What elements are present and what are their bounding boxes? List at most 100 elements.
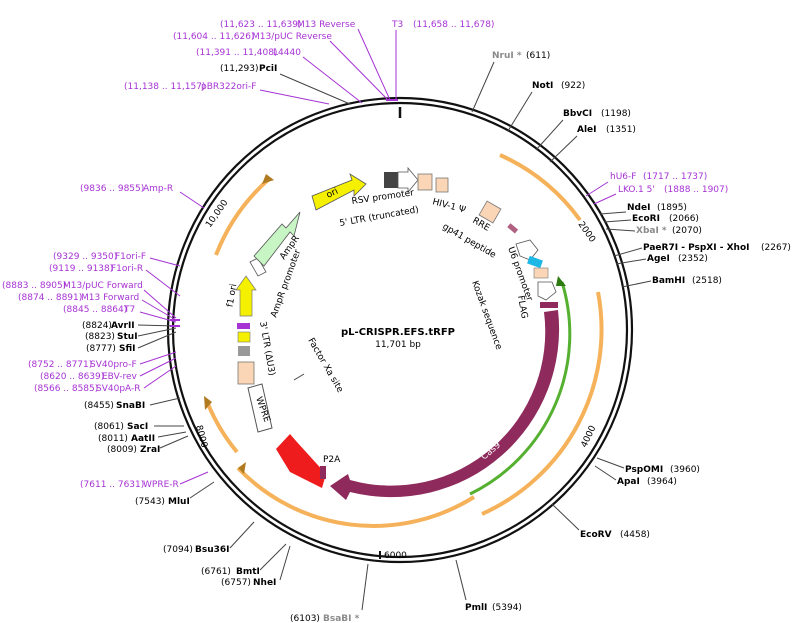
site-pspomi[interactable]: PspOMI (3960) bbox=[596, 457, 700, 475]
site-avrii[interactable]: (8824) AvrII bbox=[82, 321, 177, 331]
svg-text:NruI *: NruI * bbox=[492, 51, 522, 61]
svg-text:(7543): (7543) bbox=[135, 497, 165, 507]
orf-arrow-head-low bbox=[204, 396, 212, 410]
orf-arc-left-low bbox=[206, 403, 239, 454]
rsv-promoter-feature bbox=[397, 166, 419, 194]
svg-text:(1351): (1351) bbox=[606, 125, 636, 135]
svg-text:M13/pUC Reverse: M13/pUC Reverse bbox=[252, 32, 332, 42]
site-pmli[interactable]: PmlI (5394) bbox=[455, 559, 522, 613]
primer-ebv-rev[interactable]: (8620 .. 8639) EBV-rev bbox=[40, 357, 177, 382]
primer-t7[interactable]: (8845 .. 8864) T7 bbox=[63, 305, 177, 323]
svg-text:PciI: PciI bbox=[259, 64, 277, 74]
svg-text:ApaI: ApaI bbox=[617, 477, 640, 487]
site-nhei[interactable]: (6757) NheI bbox=[221, 545, 291, 588]
rsv-mark bbox=[384, 172, 398, 188]
rre-feature bbox=[478, 200, 502, 224]
svg-text:(9836 .. 9855): (9836 .. 9855) bbox=[80, 184, 144, 194]
site-bbvci[interactable]: BbvCI (1198) bbox=[535, 109, 631, 151]
site-ndei[interactable]: NdeI (1895) bbox=[599, 203, 687, 215]
primer-pbr322ori-f[interactable]: (11,138 .. 11,157) pBR322ori-F bbox=[124, 82, 330, 105]
primer-hu6-f[interactable]: hU6-F (1717 .. 1737) bbox=[585, 172, 707, 197]
primer-m13-reverse[interactable]: (11,623 .. 11,639) M13 Reverse bbox=[220, 20, 391, 101]
svg-text:M13/pUC Forward: M13/pUC Forward bbox=[63, 281, 143, 291]
primer-sv40pro-f[interactable]: (8752 .. 8771) SV40pro-F bbox=[28, 351, 177, 370]
site-noti[interactable]: NotI (922) bbox=[507, 81, 585, 132]
svg-text:(11,658 .. 11,678): (11,658 .. 11,678) bbox=[413, 20, 494, 30]
flag-label: FLAG bbox=[515, 295, 529, 320]
site-snabi[interactable]: (8455) SnaBI bbox=[84, 397, 181, 411]
site-ecorv[interactable]: EcoRV (4458) bbox=[551, 503, 650, 540]
orf-arc-right bbox=[481, 291, 604, 516]
site-saci[interactable]: (8061) SacI bbox=[94, 422, 184, 432]
site-mlui[interactable]: (7543) MluI bbox=[135, 481, 215, 507]
primer-amp-r[interactable]: (9836 .. 9855) Amp-R bbox=[80, 184, 205, 209]
site-zrai[interactable]: (8009) ZraI bbox=[107, 435, 189, 455]
svg-text:BsaBI *: BsaBI * bbox=[323, 614, 360, 623]
svg-text:(2518): (2518) bbox=[692, 276, 722, 286]
site-bsabi[interactable]: (6103) BsaBI * bbox=[290, 563, 369, 623]
site-apai[interactable]: ApaI (3964) bbox=[594, 465, 677, 487]
site-bamhi[interactable]: BamHI (2518) bbox=[621, 276, 722, 288]
svg-text:WPRE-R: WPRE-R bbox=[143, 480, 179, 490]
site-ecori[interactable]: EcoRI (2066) bbox=[603, 214, 699, 224]
svg-text:AatII: AatII bbox=[131, 434, 155, 444]
svg-text:(4458): (4458) bbox=[620, 530, 650, 540]
svg-text:(1888 .. 1907): (1888 .. 1907) bbox=[664, 185, 728, 195]
site-pcii[interactable]: (11,293) PciI bbox=[220, 64, 351, 105]
site-bmti[interactable]: (6761) BmtI bbox=[201, 543, 287, 577]
primer-f1ori-r[interactable]: (9119 .. 9138) F1ori-R bbox=[49, 264, 181, 297]
svg-text:PmlI: PmlI bbox=[465, 603, 487, 613]
svg-text:hU6-F: hU6-F bbox=[610, 172, 636, 182]
primer-f1ori-f[interactable]: (9329 .. 9350) F1ori-F bbox=[53, 252, 181, 267]
svg-text:(9329 .. 9350): (9329 .. 9350) bbox=[53, 252, 117, 262]
svg-text:(922): (922) bbox=[561, 81, 585, 91]
green-arrow-head bbox=[556, 276, 566, 286]
site-bsu36i[interactable]: (7094) Bsu36I bbox=[163, 521, 255, 555]
site-xbai[interactable]: XbaI * (2070) bbox=[605, 226, 702, 236]
svg-text:Bsu36I: Bsu36I bbox=[195, 545, 230, 555]
site-alei[interactable]: AleI (1351) bbox=[549, 125, 636, 163]
svg-text:(11,391 .. 11,408): (11,391 .. 11,408) bbox=[196, 48, 277, 58]
site-agei[interactable]: AgeI (2352) bbox=[615, 254, 708, 265]
primer-m13-forward[interactable]: (8874 .. 8891) M13 Forward bbox=[18, 293, 177, 321]
ltr5-feature-b bbox=[435, 177, 449, 193]
primer-m13-puc-reverse[interactable]: (11,604 .. 11,626) M13/pUC Reverse bbox=[173, 32, 389, 101]
site-nrui[interactable]: NruI * (611) bbox=[471, 51, 550, 113]
small-grey-box bbox=[238, 346, 250, 356]
plasmid-name: pL-CRISPR.EFS.tRFP bbox=[341, 327, 455, 338]
primer-l4440[interactable]: (11,391 .. 11,408) L4440 bbox=[196, 48, 363, 104]
svg-text:(8061): (8061) bbox=[94, 422, 124, 432]
svg-text:(8009): (8009) bbox=[107, 445, 137, 455]
svg-text:(7611 .. 7631): (7611 .. 7631) bbox=[80, 480, 144, 490]
svg-text:(8874 .. 8891): (8874 .. 8891) bbox=[18, 293, 82, 303]
svg-text:SV40pA-R: SV40pA-R bbox=[96, 384, 141, 394]
site-stui[interactable]: (8823) StuI bbox=[85, 327, 177, 342]
ltr5-label: 5' LTR (truncated) bbox=[339, 205, 420, 229]
site-aatii[interactable]: (8011) AatII bbox=[98, 431, 187, 444]
ori-label: ori bbox=[325, 187, 340, 201]
primer-lko1[interactable]: LKO.1 5' (1888 .. 1907) bbox=[593, 185, 728, 205]
svg-text:(11,623 .. 11,639): (11,623 .. 11,639) bbox=[220, 20, 301, 30]
gp41-mark bbox=[507, 223, 519, 234]
primer-sv40pa-r[interactable]: (8566 .. 8585) SV40pA-R bbox=[34, 365, 177, 394]
svg-text:(3964): (3964) bbox=[647, 477, 677, 487]
svg-text:(11,138 .. 11,157): (11,138 .. 11,157) bbox=[124, 82, 205, 92]
svg-text:NheI: NheI bbox=[253, 578, 276, 588]
svg-text:StuI: StuI bbox=[117, 332, 138, 342]
site-paer7i[interactable]: PaeR7I - PspXI - XhoI (2267) bbox=[613, 243, 791, 257]
f1ori-label: f1 ori bbox=[226, 283, 240, 308]
svg-text:T7: T7 bbox=[123, 305, 135, 315]
primer-wpre-r[interactable]: (7611 .. 7631) WPRE-R bbox=[80, 471, 209, 490]
svg-text:EBV-rev: EBV-rev bbox=[102, 372, 138, 382]
backbone-inner bbox=[171, 101, 629, 559]
hiv-psi-label: HIV-1 Ψ bbox=[431, 197, 466, 215]
svg-text:(8011): (8011) bbox=[98, 434, 128, 444]
svg-text:M13 Reverse: M13 Reverse bbox=[297, 20, 356, 30]
primer-m13-puc-forward[interactable]: (8883 .. 8905) M13/pUC Forward bbox=[2, 281, 177, 319]
svg-text:SV40pro-F: SV40pro-F bbox=[90, 360, 137, 370]
site-sfii[interactable]: (8777) SfiI bbox=[86, 331, 177, 354]
primer-t3[interactable]: T3 (11,658 .. 11,678) bbox=[391, 20, 494, 100]
svg-text:(1198): (1198) bbox=[601, 109, 631, 119]
svg-text:(1895): (1895) bbox=[657, 203, 687, 213]
